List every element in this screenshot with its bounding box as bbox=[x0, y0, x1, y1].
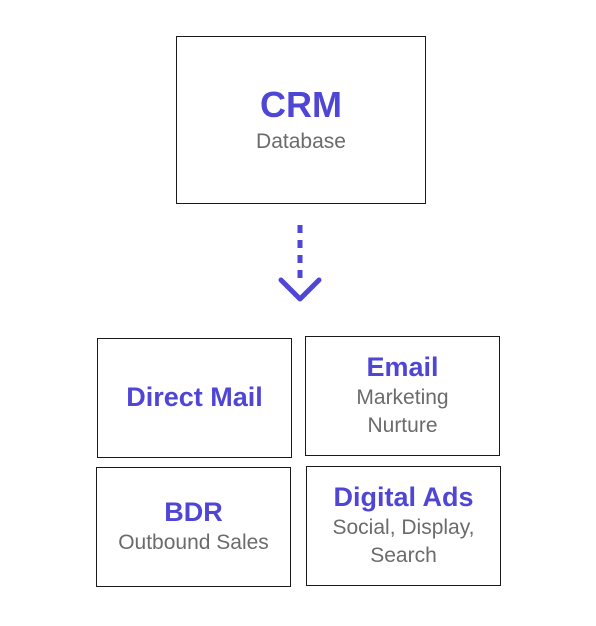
dashed-down-arrow-icon bbox=[278, 225, 322, 302]
bdr-box: BDR Outbound Sales bbox=[96, 467, 291, 587]
digital-ads-subtitle: Social, Display, Search bbox=[332, 515, 475, 567]
digital-ads-box: Digital Ads Social, Display, Search bbox=[306, 466, 501, 586]
digital-ads-title: Digital Ads bbox=[333, 482, 474, 513]
crm-box: CRM Database bbox=[176, 36, 426, 204]
crm-title: CRM bbox=[260, 84, 342, 126]
bdr-subtitle: Outbound Sales bbox=[118, 530, 269, 554]
direct-mail-box: Direct Mail bbox=[97, 338, 292, 458]
email-box: Email Marketing Nurture bbox=[305, 336, 500, 456]
crm-subtitle: Database bbox=[256, 129, 346, 153]
email-title: Email bbox=[366, 352, 439, 383]
bdr-title: BDR bbox=[164, 497, 223, 528]
direct-mail-title: Direct Mail bbox=[126, 382, 263, 413]
email-subtitle: Marketing Nurture bbox=[356, 385, 449, 437]
